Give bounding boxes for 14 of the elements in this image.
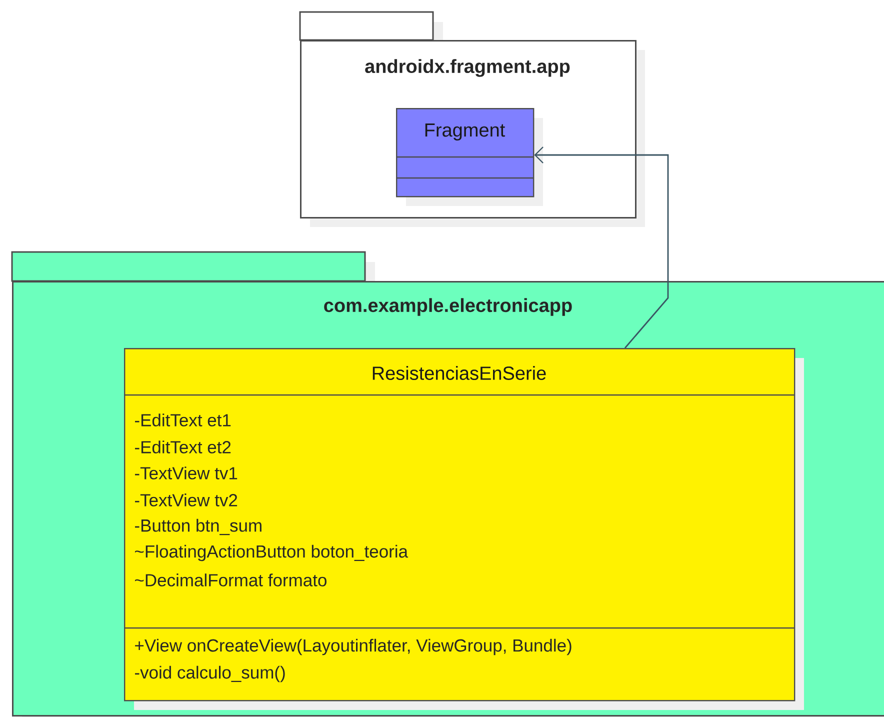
class-box xyxy=(124,348,804,710)
member-text: -Button btn_sum xyxy=(135,518,262,536)
member-text: -void calculo_sum() xyxy=(135,666,285,682)
member-text: -EditText et1 xyxy=(135,414,231,426)
member-text: -TextView tv1 xyxy=(135,466,238,480)
class-box xyxy=(396,108,543,206)
member-text: -EditText et2 xyxy=(135,440,231,454)
arrow xyxy=(534,146,669,348)
member-text: ~DecimalFormat formato xyxy=(135,574,326,586)
class-name: Fragment xyxy=(425,124,506,140)
class-name: ResistenciasEnSerie xyxy=(372,366,546,380)
member-text: ~FloatingActionButton boton_teoria xyxy=(135,544,408,562)
member-text: +View onCreateView(Layoutinflater, ViewGroup, Bundle) xyxy=(135,638,572,656)
member-text: -TextView tv2 xyxy=(135,494,238,506)
